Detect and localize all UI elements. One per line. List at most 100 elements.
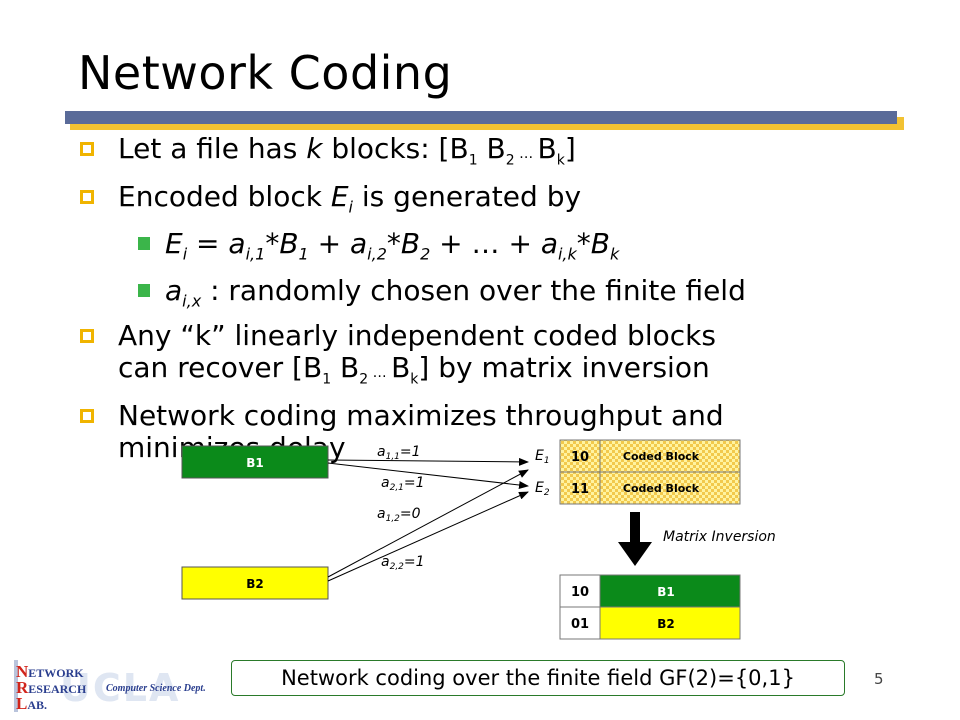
e1-code-cell: [559, 439, 601, 473]
bullet-file-blocks: Let a file has k blocks: [B1 B2 … Bk]: [78, 133, 938, 177]
arrow-b1-e1: [327, 457, 529, 466]
down-arrow-icon: [618, 512, 652, 566]
bullet-encoded-block: Encoded block Ei is generated by: [78, 179, 938, 224]
filled-square-bullet-icon: [138, 283, 150, 297]
sub-bullet-equation: Ei = ai,1*B1 + ai,2*B2 + … + ai,k*Bk: [78, 227, 938, 271]
text: E: [165, 227, 183, 261]
subscript: k: [610, 244, 620, 264]
coef-a22-label: a2,2=1: [381, 554, 425, 572]
text: …: [514, 146, 538, 162]
text: : randomly chosen over the finite field: [201, 273, 746, 307]
text: =1: [404, 475, 425, 491]
subscript: 1: [322, 371, 332, 388]
text: k: [306, 132, 323, 165]
logo-bar: [14, 660, 18, 712]
text: a: [165, 273, 183, 307]
subscript: 2: [359, 371, 369, 388]
text: Encoded block: [118, 179, 331, 213]
text: + … +: [430, 227, 541, 261]
text: a: [540, 227, 558, 261]
text: R: [16, 678, 29, 697]
text: E: [535, 480, 544, 496]
subscript: i,k: [557, 244, 577, 264]
block-b2-label: B2: [246, 577, 264, 591]
text: a: [349, 227, 368, 261]
e2-label: E2: [535, 480, 550, 498]
out1-code: 10: [571, 585, 589, 600]
text: is generated by: [353, 179, 582, 213]
text: B: [477, 132, 506, 165]
subscript: 2: [544, 488, 550, 498]
text: E: [330, 179, 349, 213]
bullet-recover: Any “k” linearly independent coded block…: [78, 320, 938, 396]
logo-line-lab: LAB.: [16, 694, 47, 714]
arrow-b2-e1: [327, 469, 529, 578]
text: Network coding maximizes throughput and: [118, 398, 724, 432]
out2-block: [599, 606, 741, 640]
subscript: i,1: [245, 244, 266, 264]
matrix-inversion-label: Matrix Inversion: [663, 529, 776, 545]
subscript: 2: [420, 244, 431, 264]
text: +: [308, 227, 350, 261]
coef-a12-label: a1,2=0: [377, 506, 421, 524]
nrl-ucla-logo: UCLA NETWORK RESEARCH LAB. Computer Scie…: [14, 660, 224, 714]
subscript: k: [556, 152, 565, 169]
square-bullet-icon: [80, 189, 94, 204]
arrow-b2-e2: [327, 491, 529, 582]
text: …: [368, 365, 392, 382]
block-b2: [181, 566, 329, 600]
text: B: [391, 351, 411, 385]
text: L: [16, 694, 28, 713]
text: Let a file has: [118, 132, 307, 165]
square-bullet-icon: [80, 142, 94, 156]
e2-coded-block-label: Coded Block: [623, 482, 700, 495]
out2-code: 01: [571, 617, 589, 632]
text: =1: [404, 554, 425, 570]
text: ETWORK: [28, 666, 84, 680]
text: ESEARCH: [28, 682, 87, 696]
e1-coded-block: [599, 439, 741, 473]
text: Any “k” linearly independent coded block…: [118, 319, 716, 353]
sub-bullet-coefficient: ai,x : randomly chosen over the finite f…: [78, 274, 938, 318]
text: ] by matrix inversion: [418, 351, 710, 385]
e2-coded-block: [599, 471, 741, 505]
subscript: 2: [505, 152, 515, 169]
text: E: [535, 448, 544, 464]
logo-dept: Computer Science Dept.: [106, 683, 206, 694]
subscript: k: [410, 371, 419, 388]
text: AB.: [27, 698, 48, 712]
page-number: 5: [874, 670, 884, 688]
coef-a21-label: a2,1=1: [381, 475, 425, 493]
text: =0: [400, 506, 421, 522]
text: can recover [B: [118, 351, 323, 385]
e1-coded-block-label: Coded Block: [623, 450, 700, 463]
subscript: i,x: [182, 291, 202, 311]
text: a: [381, 475, 390, 491]
text: a: [228, 227, 246, 261]
e1-label: E1: [535, 448, 550, 466]
subscript: 1: [468, 152, 478, 169]
text: a: [381, 554, 390, 570]
title-rule: [65, 111, 897, 124]
subscript: 1: [544, 456, 550, 466]
block-b1: [181, 445, 329, 479]
text: a: [377, 506, 386, 522]
filled-square-bullet-icon: [138, 237, 150, 251]
block-b1-label: B1: [246, 456, 264, 470]
text: =: [187, 227, 229, 261]
subscript: 2,1: [390, 483, 404, 493]
text: *B: [576, 227, 610, 261]
text: B: [331, 351, 360, 385]
text: ]: [564, 132, 576, 165]
square-bullet-icon: [80, 408, 94, 423]
logo-line-network: NETWORK: [16, 662, 84, 682]
subscript: 1,1: [386, 452, 400, 462]
subscript: 1: [298, 244, 309, 264]
slide-title: Network Coding: [78, 46, 453, 100]
out2-block-label: B2: [657, 617, 675, 631]
e1-code: 10: [571, 450, 589, 465]
subscript: i: [182, 244, 188, 264]
e2-code-cell: [559, 471, 601, 505]
footer-note: Network coding over the finite field GF(…: [231, 660, 845, 696]
